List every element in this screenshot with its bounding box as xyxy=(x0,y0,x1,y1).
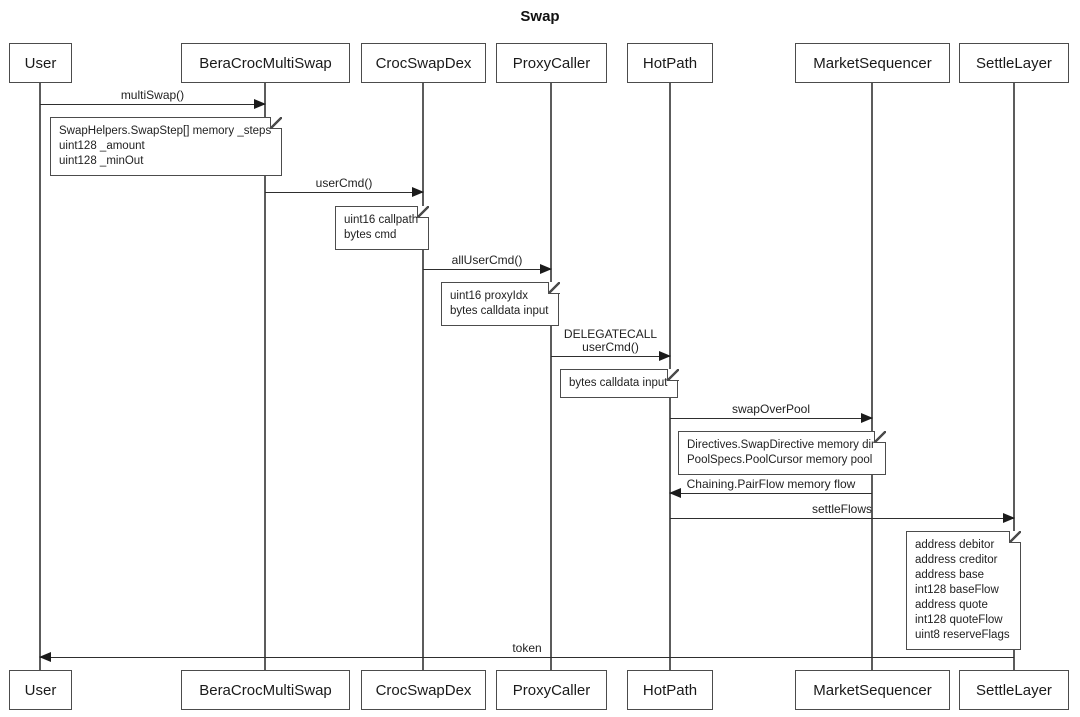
note-line: int128 quoteFlow xyxy=(915,614,1003,626)
participant-bottom-user: User xyxy=(9,670,72,710)
message-line xyxy=(265,187,424,197)
message-label: swapOverPool xyxy=(731,402,811,416)
participant-bottom-marketsequencer: MarketSequencer xyxy=(795,670,950,710)
message-label-line2: userCmd() xyxy=(582,340,639,354)
note-line: address debitor xyxy=(915,539,995,551)
arrowhead-left-icon xyxy=(39,652,51,662)
diagram-title: Swap xyxy=(520,8,560,25)
note-usercmd-args: uint16 callpath bytes cmd xyxy=(335,205,430,250)
participant-bottom-crocswapdex: CrocSwapDex xyxy=(361,670,486,710)
lifeline-settlelayer xyxy=(1013,83,1015,671)
participant-top-marketsequencer: MarketSequencer xyxy=(795,43,950,83)
participant-top-settlelayer: SettleLayer xyxy=(959,43,1069,83)
note-settleflows-args: address debitor address creditor address… xyxy=(906,530,1021,650)
participant-top-hotpath: HotPath xyxy=(627,43,713,83)
participant-bottom-beracrocmultiswap: BeraCrocMultiSwap xyxy=(181,670,350,710)
note-line: address quote xyxy=(915,599,988,611)
lifeline-crocswapdex xyxy=(422,83,424,671)
message-label: Chaining.PairFlow memory flow xyxy=(686,477,856,491)
message-label: userCmd() xyxy=(315,176,373,190)
note-delegatecall-args: bytes calldata input xyxy=(560,368,679,398)
note-fold-icon xyxy=(270,116,283,129)
message-line xyxy=(669,488,872,498)
note-line: uint128 _amount xyxy=(59,140,145,152)
note-allusercmd-args: uint16 proxyIdx bytes calldata input xyxy=(441,281,560,326)
lifeline-beracrocmultiswap xyxy=(264,83,266,671)
message-line xyxy=(670,513,1015,523)
note-line: PoolSpecs.PoolCursor memory pool xyxy=(687,454,873,466)
arrowhead-right-icon xyxy=(412,187,424,197)
message-label: token xyxy=(512,641,542,655)
note-fold-icon xyxy=(417,205,430,218)
arrowhead-right-icon xyxy=(254,99,266,109)
note-line: address base xyxy=(915,569,985,581)
message-label: allUserCmd() xyxy=(451,253,523,267)
note-fold-icon xyxy=(1008,530,1021,543)
participant-top-crocswapdex: CrocSwapDex xyxy=(361,43,486,83)
note-line: SwapHelpers.SwapStep[] memory _steps xyxy=(59,125,272,137)
lifeline-marketsequencer xyxy=(871,83,873,671)
message-line xyxy=(670,413,873,423)
note-fold-icon xyxy=(666,368,679,381)
note-line: uint16 callpath xyxy=(344,214,419,226)
message-line xyxy=(40,99,266,109)
lifeline-user xyxy=(39,83,41,671)
lifeline-proxycaller xyxy=(550,83,552,671)
note-line: Directives.SwapDirective memory dir xyxy=(687,439,875,451)
note-fold-icon xyxy=(874,430,887,443)
arrowhead-right-icon xyxy=(861,413,873,423)
note-line: uint128 _minOut xyxy=(59,155,144,167)
participant-bottom-hotpath: HotPath xyxy=(627,670,713,710)
arrowhead-right-icon xyxy=(540,264,552,274)
message-line xyxy=(423,264,552,274)
note-swapoverpool-args: Directives.SwapDirective memory dir Pool… xyxy=(678,430,887,475)
note-multiswap-args: SwapHelpers.SwapStep[] memory _steps uin… xyxy=(50,116,283,176)
note-line: bytes cmd xyxy=(344,229,397,241)
arrowhead-right-icon xyxy=(1003,513,1015,523)
participant-bottom-settlelayer: SettleLayer xyxy=(959,670,1069,710)
message-label: DELEGATECALL userCmd() xyxy=(551,328,670,354)
participant-top-proxycaller: ProxyCaller xyxy=(496,43,607,83)
note-line: int128 baseFlow xyxy=(915,584,999,596)
note-line: uint16 proxyIdx xyxy=(450,290,528,302)
note-line: bytes calldata input xyxy=(450,305,549,317)
participant-bottom-proxycaller: ProxyCaller xyxy=(496,670,607,710)
participant-top-beracrocmultiswap: BeraCrocMultiSwap xyxy=(181,43,350,83)
note-line: uint8 reserveFlags xyxy=(915,629,1010,641)
message-label: settleFlows xyxy=(811,502,873,516)
note-fold-icon xyxy=(547,281,560,294)
note-line: bytes calldata input xyxy=(569,377,668,389)
participant-top-user: User xyxy=(9,43,72,83)
message-label: multiSwap() xyxy=(120,88,185,102)
message-line xyxy=(39,652,1014,662)
arrowhead-left-icon xyxy=(669,488,681,498)
message-line xyxy=(551,351,671,361)
message-label-line1: DELEGATECALL xyxy=(563,327,658,341)
arrowhead-right-icon xyxy=(659,351,671,361)
note-line: address creditor xyxy=(915,554,998,566)
